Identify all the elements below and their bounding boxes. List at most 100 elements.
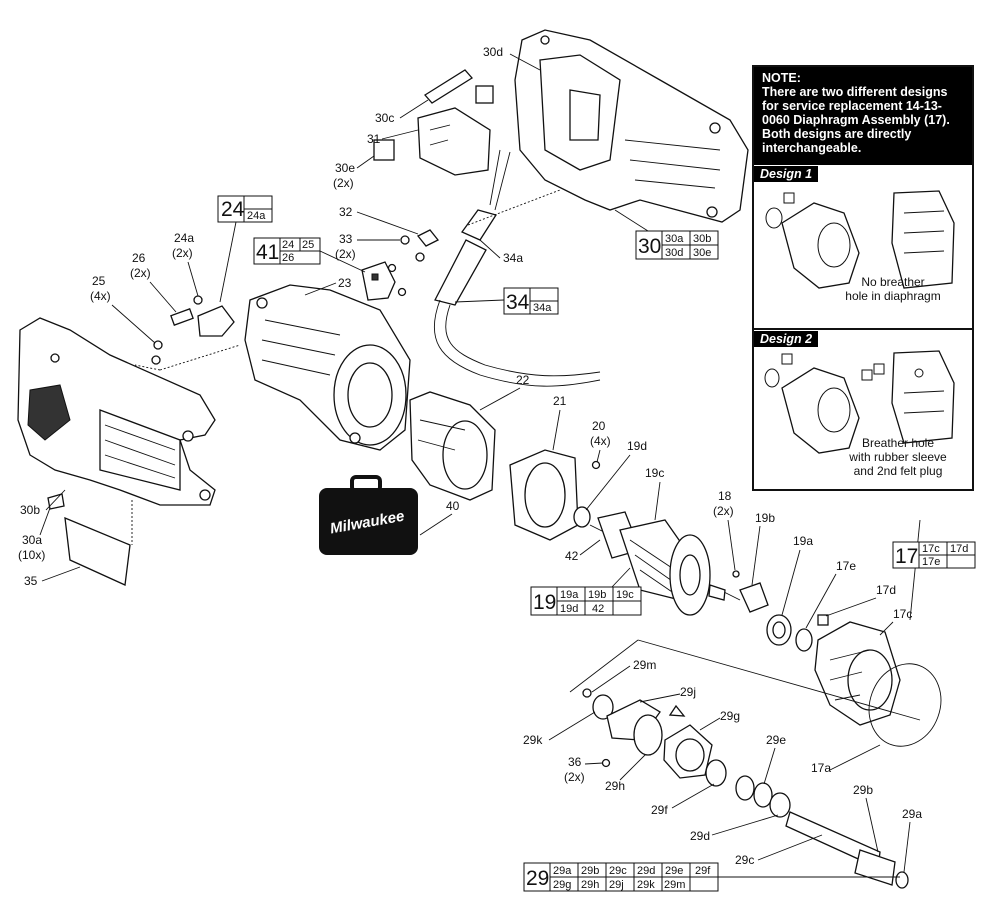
label-25: 25	[92, 274, 106, 288]
label-40: 40	[446, 499, 460, 513]
label-23: 23	[338, 276, 352, 290]
label-29e: 29e	[766, 733, 786, 747]
label-29d: 29d	[690, 829, 710, 843]
svg-text:29: 29	[526, 867, 549, 890]
label-26-qty: (2x)	[130, 266, 151, 280]
kit-box-30: 30 30a 30b 30d 30e	[614, 209, 719, 260]
diaphragm-17c	[814, 621, 942, 747]
note-heading: NOTE:	[762, 71, 801, 85]
note-header: NOTE: There are two different designs fo…	[754, 67, 972, 165]
label-22: 22	[516, 373, 530, 387]
label-19a: 19a	[793, 534, 813, 548]
svg-text:17c: 17c	[922, 543, 940, 555]
label-30e: 30e	[335, 161, 355, 175]
label-32: 32	[339, 205, 353, 219]
label-33: 33	[339, 232, 353, 246]
svg-text:29j: 29j	[609, 879, 624, 891]
label-29b: 29b	[853, 783, 873, 797]
kit-box-41: 41 24 25 26	[253, 237, 366, 273]
kit-box-19: 19 19a 19b 19c 19d 42	[530, 567, 642, 616]
svg-text:19a: 19a	[560, 589, 579, 601]
switch-assembly-31	[373, 69, 511, 211]
label-36-qty: (2x)	[564, 770, 585, 784]
design-1-panel: Design 1 No breather hole in diaphragm	[754, 165, 972, 330]
brush-parts-24-26	[151, 295, 235, 365]
design-1-illustration	[765, 190, 955, 289]
svg-text:17: 17	[895, 545, 918, 568]
label-30d: 30d	[483, 45, 503, 59]
carrying-case-40: Milwaukee	[319, 475, 418, 555]
label-20: 20	[592, 419, 606, 433]
svg-text:30d: 30d	[665, 247, 683, 259]
label-19c: 19c	[645, 466, 664, 480]
svg-text:30b: 30b	[693, 233, 711, 245]
label-30c: 30c	[375, 111, 394, 125]
svg-text:19: 19	[533, 591, 556, 614]
label-17c: 17c	[893, 607, 912, 621]
label-29a: 29a	[902, 807, 922, 821]
svg-text:42: 42	[592, 603, 604, 615]
label-18-qty: (2x)	[713, 504, 734, 518]
label-30b: 30b	[20, 503, 40, 517]
note-box: NOTE: There are two different designs fo…	[752, 65, 974, 491]
svg-text:30e: 30e	[693, 247, 711, 259]
svg-text:24: 24	[282, 239, 294, 251]
svg-text:29e: 29e	[665, 865, 683, 877]
label-29g: 29g	[720, 709, 740, 723]
svg-text:29c: 29c	[609, 865, 627, 877]
housing-half-30b	[17, 317, 216, 506]
svg-text:29m: 29m	[664, 879, 685, 891]
label-24a: 24a	[174, 231, 194, 245]
label-33-qty: (2x)	[335, 247, 356, 261]
label-29m: 29m	[633, 658, 656, 672]
label-31: 31	[367, 132, 381, 146]
svg-text:17d: 17d	[950, 543, 968, 555]
label-29c: 29c	[735, 853, 754, 867]
label-25-qty: (4x)	[90, 289, 111, 303]
label-29k: 29k	[523, 733, 543, 747]
brush-holder-41	[361, 229, 440, 301]
label-42: 42	[565, 549, 579, 563]
svg-text:19d: 19d	[560, 603, 578, 615]
label-30e-qty: (2x)	[333, 176, 354, 190]
label-18: 18	[718, 489, 732, 503]
callout-labels: 30d 30c 31 30e (2x) 32 33 (2x) 34a 23 24…	[18, 45, 922, 873]
svg-text:41: 41	[256, 241, 279, 264]
svg-text:29g: 29g	[553, 879, 571, 891]
svg-text:24a: 24a	[247, 210, 266, 222]
kit-box-29: 29 29a 29b 29c 29d 29e 29f 29g 29h 29j 2…	[523, 862, 900, 892]
svg-text:29d: 29d	[637, 865, 655, 877]
field-stator-22	[409, 391, 496, 501]
label-17d: 17d	[876, 583, 896, 597]
armature-19	[573, 506, 741, 616]
svg-text:34a: 34a	[533, 302, 552, 314]
svg-text:24: 24	[221, 198, 245, 221]
label-20-qty: (4x)	[590, 434, 611, 448]
svg-text:25: 25	[302, 239, 314, 251]
label-36: 36	[568, 755, 582, 769]
label-30a-qty: (10x)	[18, 548, 45, 562]
label-19d: 19d	[627, 439, 647, 453]
design-1-title: Design 1	[754, 166, 819, 182]
design-1-caption: No breather hole in diaphragm	[845, 275, 941, 303]
motor-housing-23	[244, 284, 411, 451]
svg-text:30: 30	[638, 235, 661, 258]
svg-text:19c: 19c	[616, 589, 634, 601]
note-body: There are two different designs for serv…	[762, 85, 950, 155]
label-17a: 17a	[811, 761, 831, 775]
kit-box-17: 17 17c 17d 17e	[892, 541, 976, 569]
svg-text:29f: 29f	[695, 865, 711, 877]
svg-text:29h: 29h	[581, 879, 599, 891]
svg-text:17e: 17e	[922, 556, 940, 568]
label-29h: 29h	[605, 779, 625, 793]
label-19b: 19b	[755, 511, 775, 525]
kit-box-24: 24 24a	[217, 195, 273, 303]
label-30a: 30a	[22, 533, 42, 547]
label-17e: 17e	[836, 559, 856, 573]
label-35: 35	[24, 574, 38, 588]
label-34a: 34a	[503, 251, 523, 265]
bearing-plate-19b	[739, 582, 769, 613]
svg-text:26: 26	[282, 252, 294, 264]
label-26: 26	[132, 251, 146, 265]
